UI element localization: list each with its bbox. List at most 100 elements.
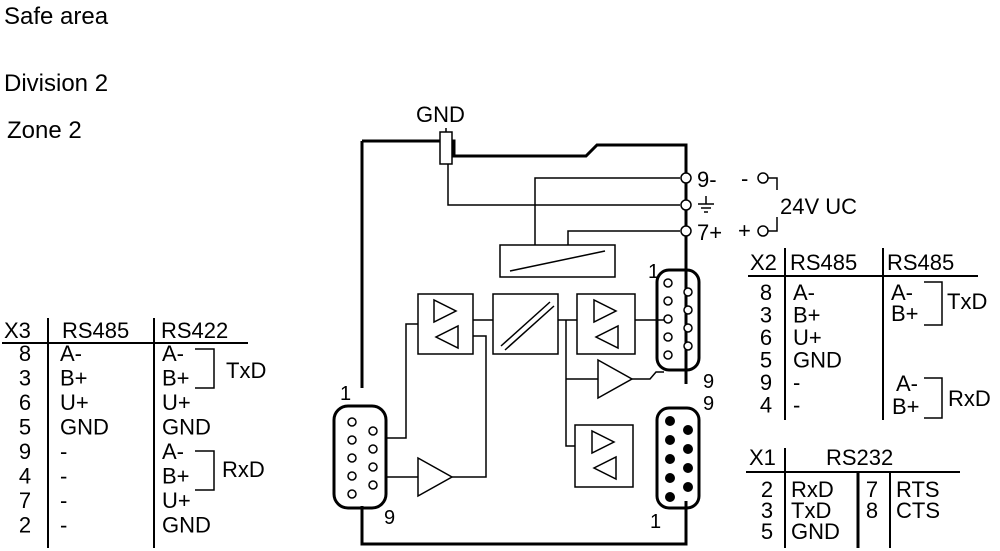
x1-row-signal: TxD xyxy=(791,498,831,523)
x3-txd: TxD xyxy=(226,358,266,383)
x3-row-pin: 6 xyxy=(19,390,31,415)
terminal-7-label: 7+ xyxy=(697,220,722,245)
x3-row-pin: 8 xyxy=(19,341,31,366)
x2-row-rs485: A- xyxy=(793,280,815,305)
gnd-terminal xyxy=(439,131,453,165)
x3-row-rs485: A- xyxy=(60,341,82,366)
x2-row-pin: 4 xyxy=(760,393,772,418)
x3-row-rs422: B+ xyxy=(162,366,190,391)
x3-row-rs485: - xyxy=(60,488,67,513)
x1-header-rs232: RS232 xyxy=(826,445,893,470)
x3-row-pin: 5 xyxy=(19,415,31,440)
x3-row-rs485: - xyxy=(60,464,67,489)
x2-row-rs485: U+ xyxy=(793,325,822,350)
x3-row-pin: 3 xyxy=(19,366,31,391)
x1-row-pin-right: 8 xyxy=(866,498,878,523)
internal-wires xyxy=(386,319,664,478)
x3-row-rs422: GND xyxy=(162,415,211,440)
left-transceiver xyxy=(417,293,474,355)
x1-row-pin-right: 7 xyxy=(866,477,878,502)
isolation-symbol-2 xyxy=(504,305,555,351)
power-supply-symbol xyxy=(509,250,606,272)
x3-row-rs485: U+ xyxy=(60,390,89,415)
x3-row-pin: 9 xyxy=(19,439,31,464)
input-amplifier xyxy=(417,456,454,498)
x3-row-rs422: A- xyxy=(162,341,184,366)
x1-row-pin: 3 xyxy=(761,498,773,523)
x2-row-rs485: - xyxy=(793,370,800,395)
x2-rxd: RxD xyxy=(948,386,991,411)
x3-row-rs422: GND xyxy=(162,513,211,538)
x3-row-rs485: - xyxy=(60,439,67,464)
supply-minus-terminal xyxy=(757,172,769,184)
x1-row-signal-right: RTS xyxy=(896,477,940,502)
right-transceiver-symbol xyxy=(593,298,619,350)
supply-label: 24V UC xyxy=(780,194,857,219)
x2-txd: TxD xyxy=(947,289,987,314)
x1-header: X1 xyxy=(749,445,776,470)
x2-header-rs485-a: RS485 xyxy=(790,250,857,275)
x2-row-pin: 6 xyxy=(760,325,772,350)
x3-row-rs422: U+ xyxy=(162,390,191,415)
x3-header: X3 xyxy=(4,318,31,343)
output-amplifier xyxy=(597,358,634,400)
isolation-symbol-1 xyxy=(500,301,551,347)
x2-row-pin: 5 xyxy=(760,348,772,373)
x3-pins xyxy=(347,417,378,499)
right-transceiver xyxy=(576,293,636,355)
x3-connector xyxy=(332,404,388,510)
x1-row-signal-right: CTS xyxy=(896,498,940,523)
x3-row-rs485: GND xyxy=(60,415,109,440)
x2-connector xyxy=(655,268,701,372)
x3-row-rs422: U+ xyxy=(162,488,191,513)
x2-col2-d: B+ xyxy=(892,394,920,419)
lower-transceiver xyxy=(574,424,634,488)
x1-pin9-label: 9 xyxy=(703,393,714,415)
zone-label: Zone 2 xyxy=(7,117,82,144)
x2-pins xyxy=(663,278,693,360)
x1-connector xyxy=(655,406,701,510)
gnd-wire xyxy=(447,164,680,206)
x3-rxd: RxD xyxy=(222,457,265,482)
x1-pin1-label: 1 xyxy=(650,511,661,533)
x3-row-pin: 7 xyxy=(19,488,31,513)
x3-header-rs485: RS485 xyxy=(62,318,129,343)
x3-header-rs422: RS422 xyxy=(161,318,228,343)
x2-pin9-label: 9 xyxy=(703,371,714,393)
division-label: Division 2 xyxy=(4,70,108,97)
earth-icon xyxy=(698,196,714,213)
x3-row-pin: 2 xyxy=(19,513,31,538)
x3-row-rs485: - xyxy=(60,513,67,538)
x1-row-pin: 5 xyxy=(761,519,773,544)
x2-row-rs485: GND xyxy=(793,348,842,373)
x1-row-signal: RxD xyxy=(791,477,834,502)
x3-row-rs422: A- xyxy=(162,439,184,464)
plus-wire xyxy=(567,230,680,245)
x3-row-rs422: B+ xyxy=(162,464,190,489)
x2-col2-c: A- xyxy=(896,371,918,396)
lower-transceiver-symbol xyxy=(591,429,617,481)
x2-row-pin: 9 xyxy=(760,370,772,395)
x2-header-rs485-b: RS485 xyxy=(887,250,954,275)
x2-row-pin: 3 xyxy=(760,303,772,328)
gnd-label: GND xyxy=(416,102,465,127)
x2-row-pin: 8 xyxy=(760,280,772,305)
supply-plus-label: + xyxy=(738,218,751,243)
device-housing xyxy=(360,139,688,546)
x3-pin9-label: 9 xyxy=(384,507,395,529)
terminal-9 xyxy=(680,172,692,184)
x2-col2-a: A- xyxy=(891,280,913,305)
terminal-7 xyxy=(680,225,692,237)
x3-row-rs485: B+ xyxy=(60,366,88,391)
x1-pins xyxy=(665,416,693,502)
minus-wire xyxy=(534,177,680,245)
x3-row-pin: 4 xyxy=(19,464,31,489)
terminal-earth xyxy=(680,199,692,211)
x2-row-rs485: B+ xyxy=(793,303,821,328)
left-transceiver-symbol xyxy=(433,298,459,350)
safe-area-label: Safe area xyxy=(4,3,109,30)
supply-wire xyxy=(768,177,778,232)
